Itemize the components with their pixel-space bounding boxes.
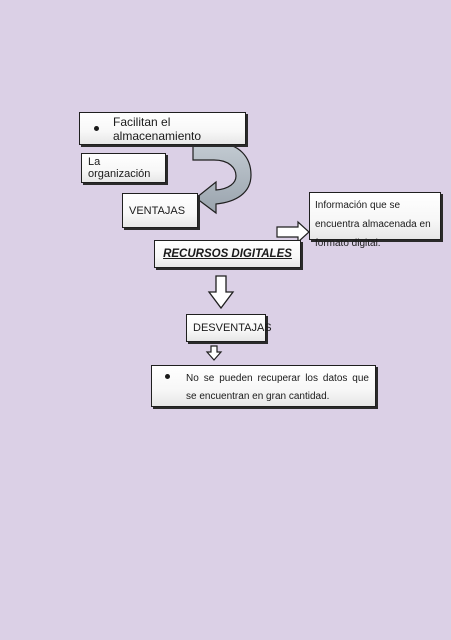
node-informacion: Información que se encuentra almacenada … <box>309 192 441 249</box>
node-almacenamiento: Facilitan el almacenamiento <box>79 112 246 145</box>
node-recursos-digitales: RECURSOS DIGITALES <box>154 240 301 268</box>
node-recursos-digitales-text: RECURSOS DIGITALES <box>163 248 292 260</box>
node-desventajas-text: DESVENTAJAS <box>193 322 272 334</box>
node-ventajas: VENTAJAS <box>122 193 198 228</box>
node-desventajas: DESVENTAJAS <box>186 314 272 342</box>
node-no-recuperar-text: No se pueden recuperar los datos que se … <box>186 373 369 402</box>
node-ventajas-text: VENTAJAS <box>129 204 186 217</box>
bullet-icon <box>165 374 170 379</box>
node-almacenamiento-text: Facilitan el almacenamiento <box>113 114 202 143</box>
node-informacion-text: Información que se encuentra almacenada … <box>315 200 431 249</box>
node-no-recuperar: No se pueden recuperar los datos que se … <box>151 365 376 407</box>
bullet-icon <box>94 126 99 131</box>
node-organizacion: La organización <box>81 153 166 183</box>
node-organizacion-text: La organización <box>88 156 151 180</box>
